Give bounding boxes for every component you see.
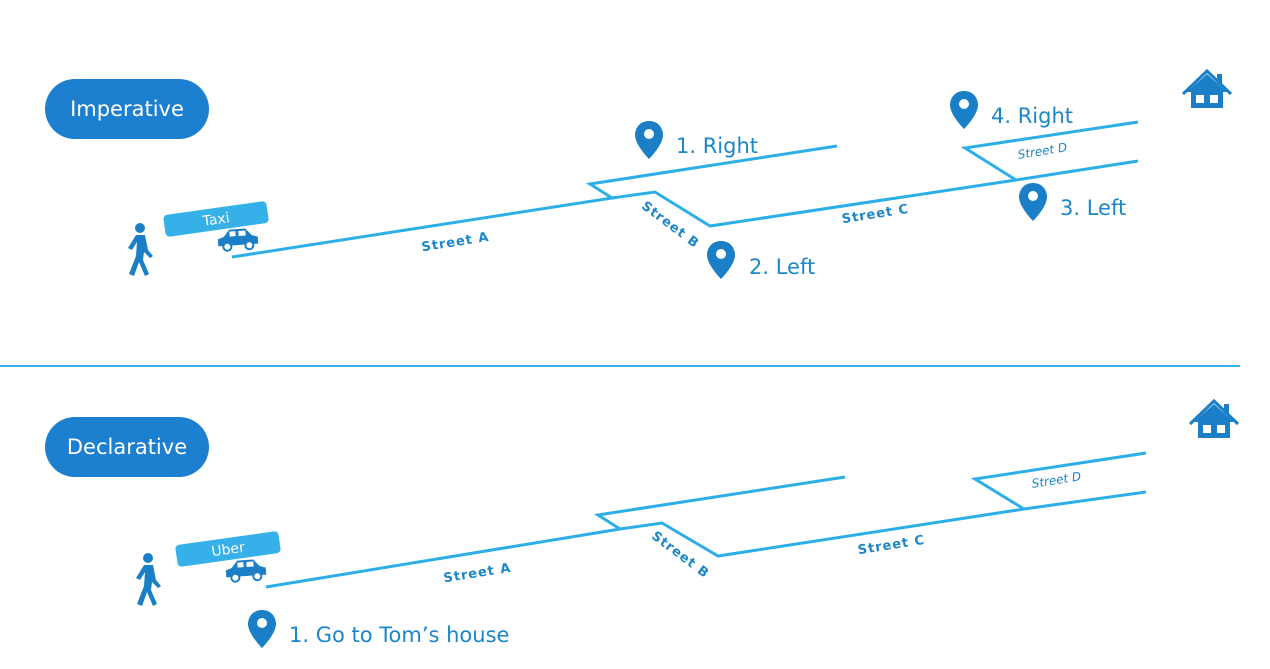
home-icon — [1188, 399, 1240, 440]
home-icon — [1181, 69, 1233, 110]
declarative-label: Declarative — [45, 417, 209, 477]
street-a-label: Street A — [442, 561, 512, 587]
car-icon — [224, 557, 268, 584]
street-b-label: Street B — [638, 199, 702, 252]
step-4: 4. Right — [991, 104, 1073, 128]
street-d-label: Street D — [1017, 140, 1068, 162]
road-street-a — [265, 475, 846, 589]
imperative-label: Imperative — [45, 79, 209, 139]
location-pin-icon — [248, 610, 276, 648]
declarative-map: Uber Street A Street B Street C Street D… — [136, 399, 1240, 648]
road-street-c — [619, 490, 1147, 558]
uber-sign: Uber — [175, 531, 281, 567]
section-divider — [0, 365, 1240, 367]
location-pin-icon — [950, 91, 978, 129]
pedestrian-icon — [136, 553, 161, 606]
car-icon — [216, 226, 260, 253]
uber-label: Uber — [210, 540, 246, 561]
street-a-label: Street A — [420, 230, 490, 256]
step-1: 1. Right — [676, 134, 758, 158]
pedestrian-icon — [128, 223, 153, 276]
taxi-label: Taxi — [201, 210, 231, 230]
street-b-label: Street B — [648, 529, 712, 582]
location-pin-icon — [707, 241, 735, 279]
street-c-label: Street C — [857, 533, 926, 558]
taxi-sign: Taxi — [163, 201, 269, 237]
imperative-map: Taxi Street A Street B Street C Street D… — [128, 69, 1233, 279]
road-street-d — [960, 120, 1139, 182]
road-street-d — [970, 451, 1147, 511]
location-pin-icon — [1019, 183, 1047, 221]
step-3: 3. Left — [1060, 196, 1126, 220]
step-1: 1. Go to Tom’s house — [289, 623, 509, 647]
step-2: 2. Left — [749, 255, 815, 279]
road-street-c — [611, 159, 1139, 228]
road-street-a — [231, 144, 838, 259]
location-pin-icon — [635, 121, 663, 159]
street-d-label: Street D — [1031, 469, 1082, 491]
